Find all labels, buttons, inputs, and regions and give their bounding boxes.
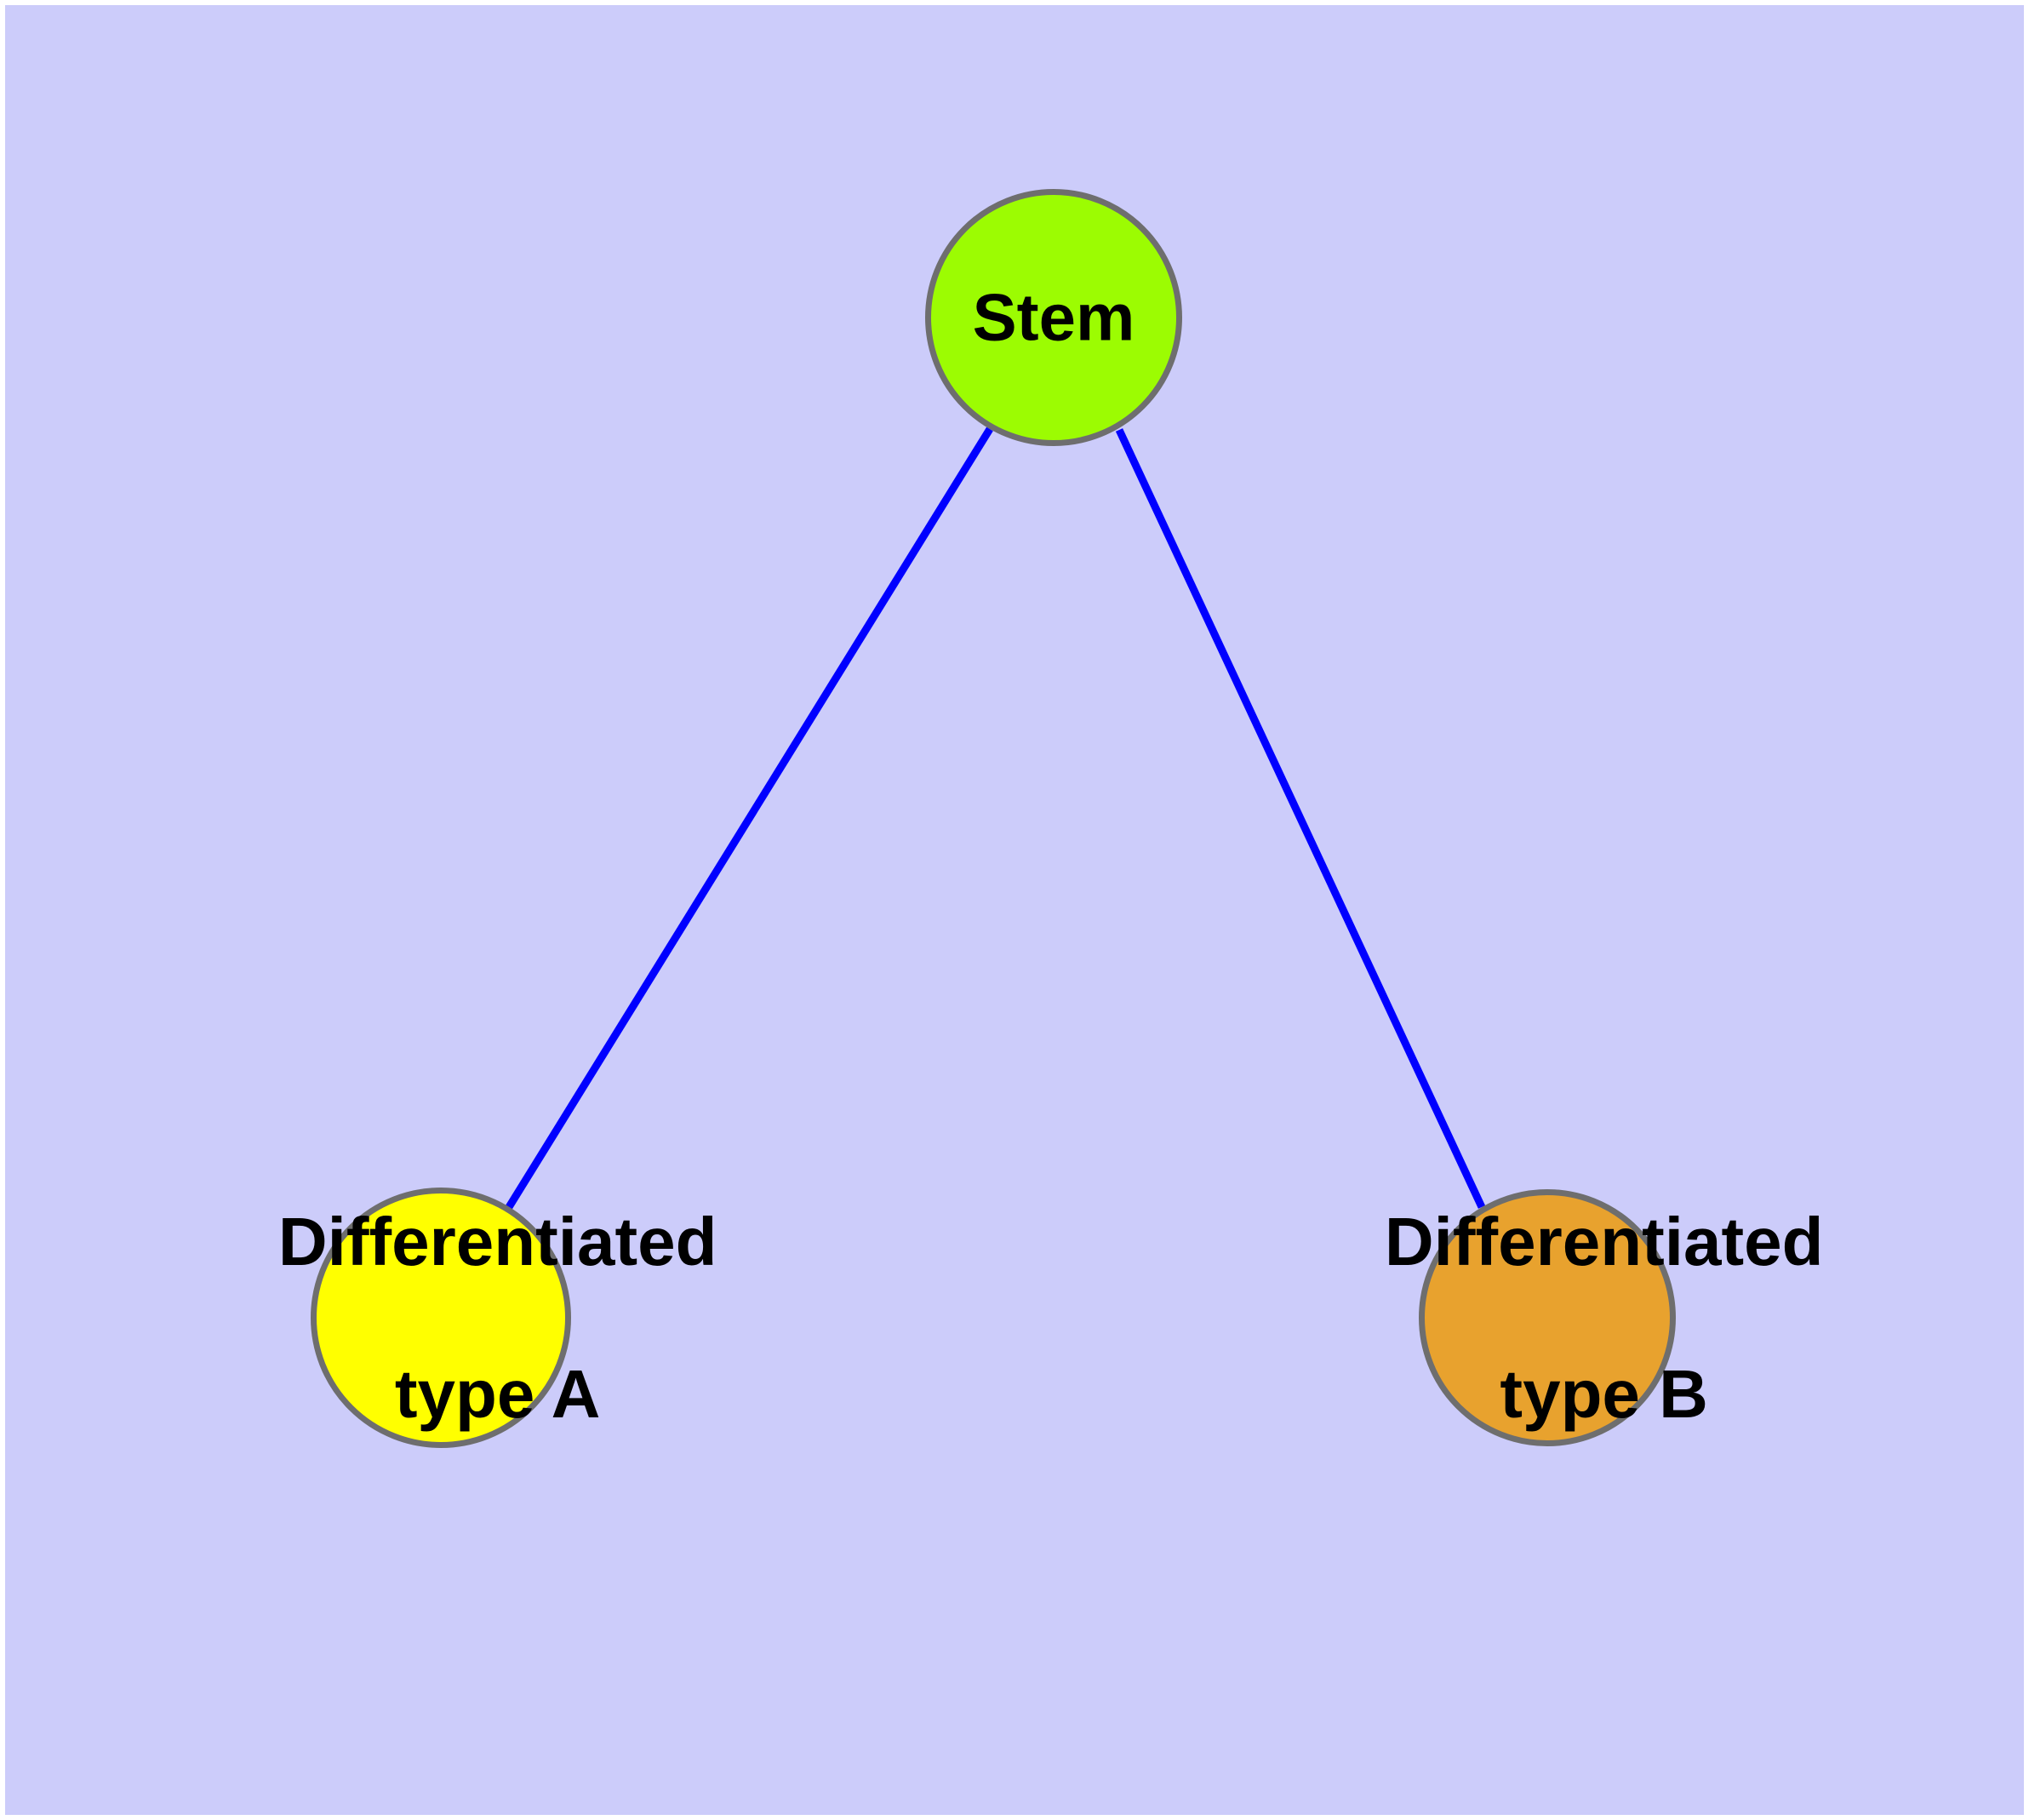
- node-differentiated-type-a-circle[interactable]: [311, 1188, 571, 1448]
- edge-stem-to-differentiated-type-b: [1115, 428, 1486, 1209]
- edge-stem-to-differentiated-type-a: [506, 426, 993, 1210]
- node-differentiated-type-b-circle[interactable]: [1419, 1189, 1676, 1446]
- node-differentiated-type-b[interactable]: Differentiated type B: [1385, 1189, 1823, 1446]
- node-stem-circle[interactable]: [925, 189, 1182, 446]
- node-stem[interactable]: Stem: [925, 189, 1182, 446]
- node-differentiated-type-a[interactable]: Differentiated type A: [278, 1188, 717, 1448]
